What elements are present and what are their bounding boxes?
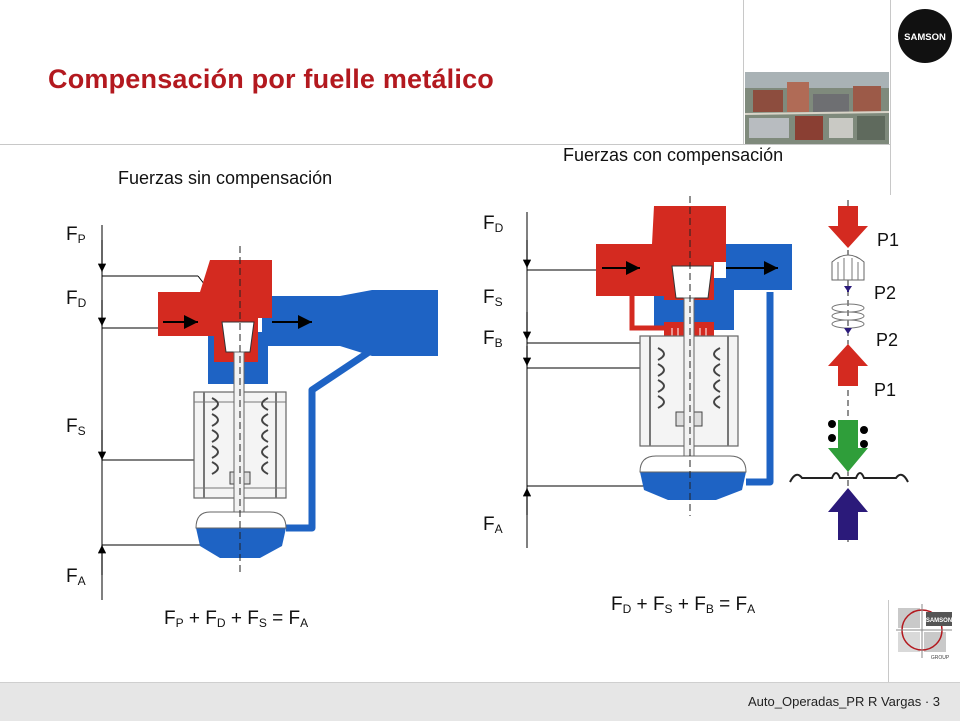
force-label: FB (483, 328, 503, 350)
arrow-up-icon (828, 488, 868, 540)
footer-divider-vertical (888, 600, 889, 682)
pressure-legend (789, 200, 909, 542)
arrow-down-icon (828, 420, 868, 472)
header-divider-vertical (743, 0, 744, 145)
force-label: FS (66, 416, 86, 438)
pressure-label: P2 (874, 283, 897, 303)
samson-logo-text: SAMSON (904, 32, 946, 43)
equation-right: FD + FS + FB = FA (611, 594, 756, 616)
group-logo-icon: SAMSON GROUP (896, 604, 952, 661)
arrow-down-icon (828, 206, 868, 248)
valve-left (97, 225, 438, 600)
force-label: FP (66, 224, 86, 246)
aerial-photo-icon (745, 72, 889, 144)
page-title: Compensación por fuelle metálico (48, 64, 494, 94)
footer-text: Auto_Operadas_PR R Vargas · 3 (748, 694, 940, 709)
header-divider-vertical (890, 0, 891, 195)
arrow-up-icon (828, 344, 868, 386)
force-label: FD (66, 288, 87, 310)
bellows-icon (831, 254, 865, 281)
group-logo-sub: GROUP (931, 655, 950, 661)
force-label: FD (483, 213, 504, 235)
header-divider (0, 144, 890, 145)
pressure-label: P1 (874, 380, 897, 400)
pressure-label: P1 (877, 230, 900, 250)
pressure-label: P2 (876, 330, 899, 350)
equation-left: FP + FD + FS = FA (164, 608, 309, 630)
group-logo-brand: SAMSON (926, 618, 952, 624)
caption-left: Fuerzas sin compensación (118, 168, 333, 188)
valve-right (522, 196, 792, 548)
force-label: FA (66, 566, 86, 588)
force-label: FA (483, 514, 503, 536)
force-label: FS (483, 287, 503, 309)
caption-right: Fuerzas con compensación (563, 145, 784, 165)
samson-logo-icon: SAMSON (898, 9, 952, 63)
footer-bar (0, 682, 960, 721)
